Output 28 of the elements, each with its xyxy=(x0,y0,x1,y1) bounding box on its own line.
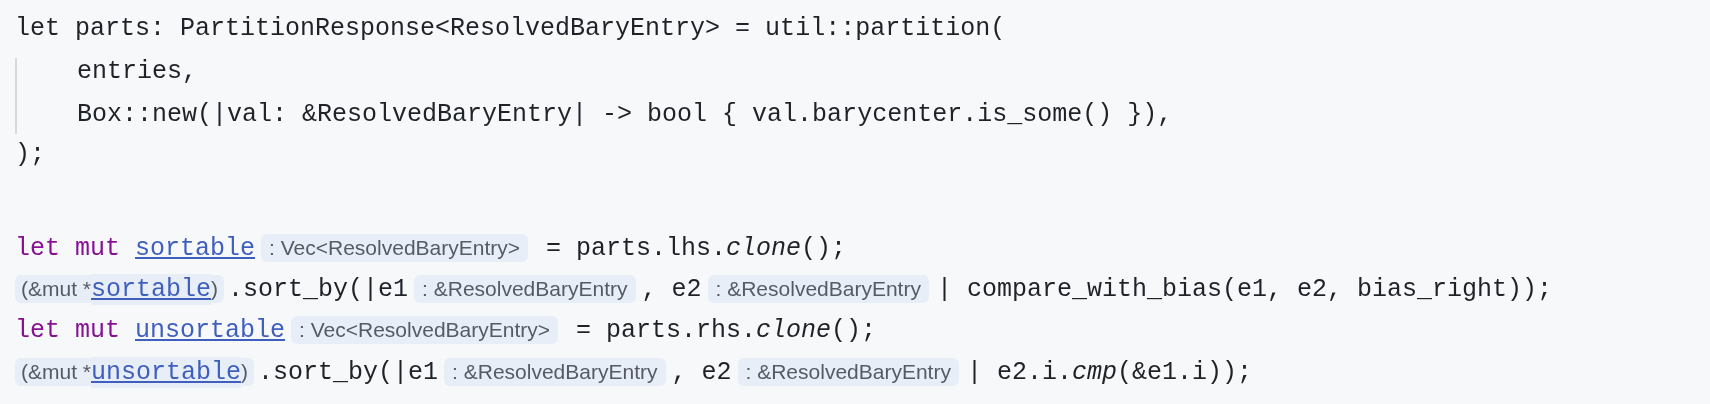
type-hint: : Vec<ResolvedBaryEntry> xyxy=(291,316,559,344)
type-hint: : &ResolvedBaryEntry xyxy=(444,358,666,386)
inlay-hint: (&mut * xyxy=(15,358,91,386)
inlay-hint: ) xyxy=(241,358,255,386)
variable-link: unsortable xyxy=(91,356,242,388)
code-text: , e2 xyxy=(641,274,702,304)
inlay-hint: ) xyxy=(211,275,225,303)
code-text: let parts: PartitionResponse<ResolvedBaryEntry> = util::partition( xyxy=(15,13,1006,43)
code-text: .sort_by(|e1 xyxy=(258,357,439,387)
code-text: = parts.rhs.clone(); xyxy=(576,315,877,345)
type-hint: : Vec<ResolvedBaryEntry> xyxy=(261,234,529,262)
inlay-hint: (&mut * xyxy=(15,275,91,303)
code-text: = parts.lhs.clone(); xyxy=(546,233,847,263)
keyword-text: let mut xyxy=(15,233,121,263)
code-text: entries, xyxy=(77,56,198,86)
code-text: | compare_with_bias(e1, e2, bias_right)); xyxy=(936,274,1553,304)
code-text: Box::new(|val: &ResolvedBaryEntry| -> bool { val.barycenter.is_some() }), xyxy=(77,99,1173,129)
variable-link: unsortable xyxy=(135,315,286,345)
code-text: ); xyxy=(15,139,45,169)
code-text: | e2.i.cmp(&e1.i)); xyxy=(966,357,1252,387)
code-text: .sort_by(|e1 xyxy=(228,274,409,304)
type-hint: : &ResolvedBaryEntry xyxy=(414,275,636,303)
type-hint: : &ResolvedBaryEntry xyxy=(737,358,959,386)
code-text: , e2 xyxy=(671,357,732,387)
variable-link: sortable xyxy=(91,273,212,305)
variable-link: sortable xyxy=(135,233,256,263)
keyword-text: let mut xyxy=(15,315,121,345)
type-hint: : &ResolvedBaryEntry xyxy=(707,275,929,303)
